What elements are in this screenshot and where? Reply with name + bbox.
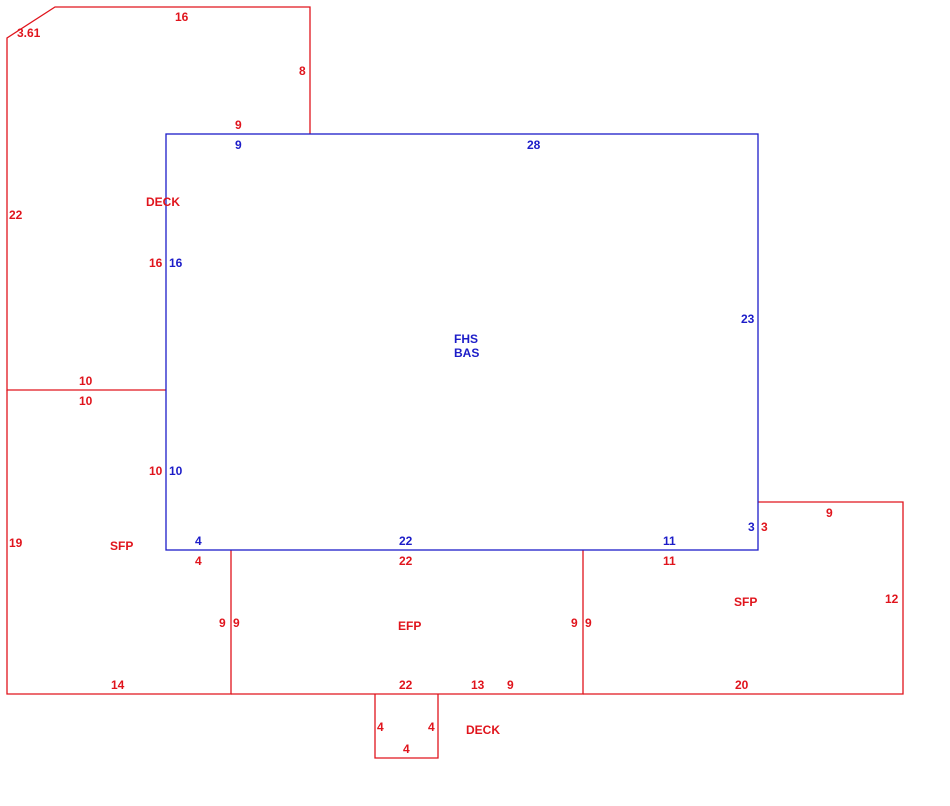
efp-dim-bottom: 22	[399, 678, 413, 692]
sfp-right-dim-top: 9	[826, 506, 833, 520]
deck-top-label: DECK	[146, 195, 180, 209]
main-code-1: FHS	[454, 332, 478, 346]
main-dim-left-lower: 10	[169, 464, 183, 478]
deck-bottom-dim-left: 4	[377, 720, 384, 734]
sfp-right-dim-left: 9	[585, 616, 592, 630]
sfp-left-dim-top: 10	[79, 394, 93, 408]
efp-label: EFP	[398, 619, 421, 633]
deck-top-outline	[6, 6, 311, 391]
sfp-left-label: SFP	[110, 539, 133, 553]
sfp-left-outline	[6, 390, 232, 695]
main-dim-top-left: 9	[235, 138, 242, 152]
sfp-right-dim-right: 12	[885, 592, 899, 606]
sfp-right-dim-bottom: 20	[735, 678, 749, 692]
sfp-right-dim-left-top: 11	[663, 554, 676, 568]
sfp-left-dim-right-upper: 10	[149, 464, 163, 478]
sfp-left-dim-inner: 9	[219, 616, 226, 630]
main-dim-right-step: 3	[748, 520, 755, 534]
sfp-left-dim-right-lower: 4	[195, 554, 202, 568]
deck-top-dim-bottom: 10	[79, 374, 93, 388]
main-dim-right: 23	[741, 312, 755, 326]
main-dim-bottom-right: 11	[663, 534, 676, 548]
deck-bottom-dim-bottom: 4	[403, 742, 410, 756]
main-area-outline	[165, 133, 759, 551]
main-dim-bottom-mid: 22	[399, 534, 413, 548]
sfp-right-label: SFP	[734, 595, 757, 609]
main-dim-bottom-left: 4	[195, 534, 202, 548]
sfp-right-dim-left-step: 3	[761, 520, 768, 534]
efp-dim-left: 9	[233, 616, 240, 630]
deck-top-dim-right-inner: 16	[149, 256, 163, 270]
main-dim-top: 28	[527, 138, 541, 152]
deck-top-dim-bottom-right: 9	[235, 118, 242, 132]
sfp-left-dim-left: 19	[9, 536, 23, 550]
deck-top-dim-diagonal: 3.61	[17, 26, 41, 40]
deck-bottom-label: DECK	[466, 723, 500, 737]
deck-top-dim-right: 8	[299, 64, 306, 78]
efp-dim-right: 9	[571, 616, 578, 630]
main-code-2: BAS	[454, 346, 479, 360]
efp-dim-top: 22	[399, 554, 413, 568]
deck-top-dim-top: 16	[175, 10, 189, 24]
deck-bottom-outline	[374, 694, 439, 759]
efp-dim-bottom-right-a: 13	[471, 678, 485, 692]
sfp-left-dim-bottom: 14	[111, 678, 125, 692]
main-dim-left-upper: 16	[169, 256, 183, 270]
deck-top-dim-left: 22	[9, 208, 23, 222]
deck-bottom-dim-right: 4	[428, 720, 435, 734]
sfp-right-outline	[583, 501, 904, 695]
efp-dim-bottom-right-b: 9	[507, 678, 514, 692]
